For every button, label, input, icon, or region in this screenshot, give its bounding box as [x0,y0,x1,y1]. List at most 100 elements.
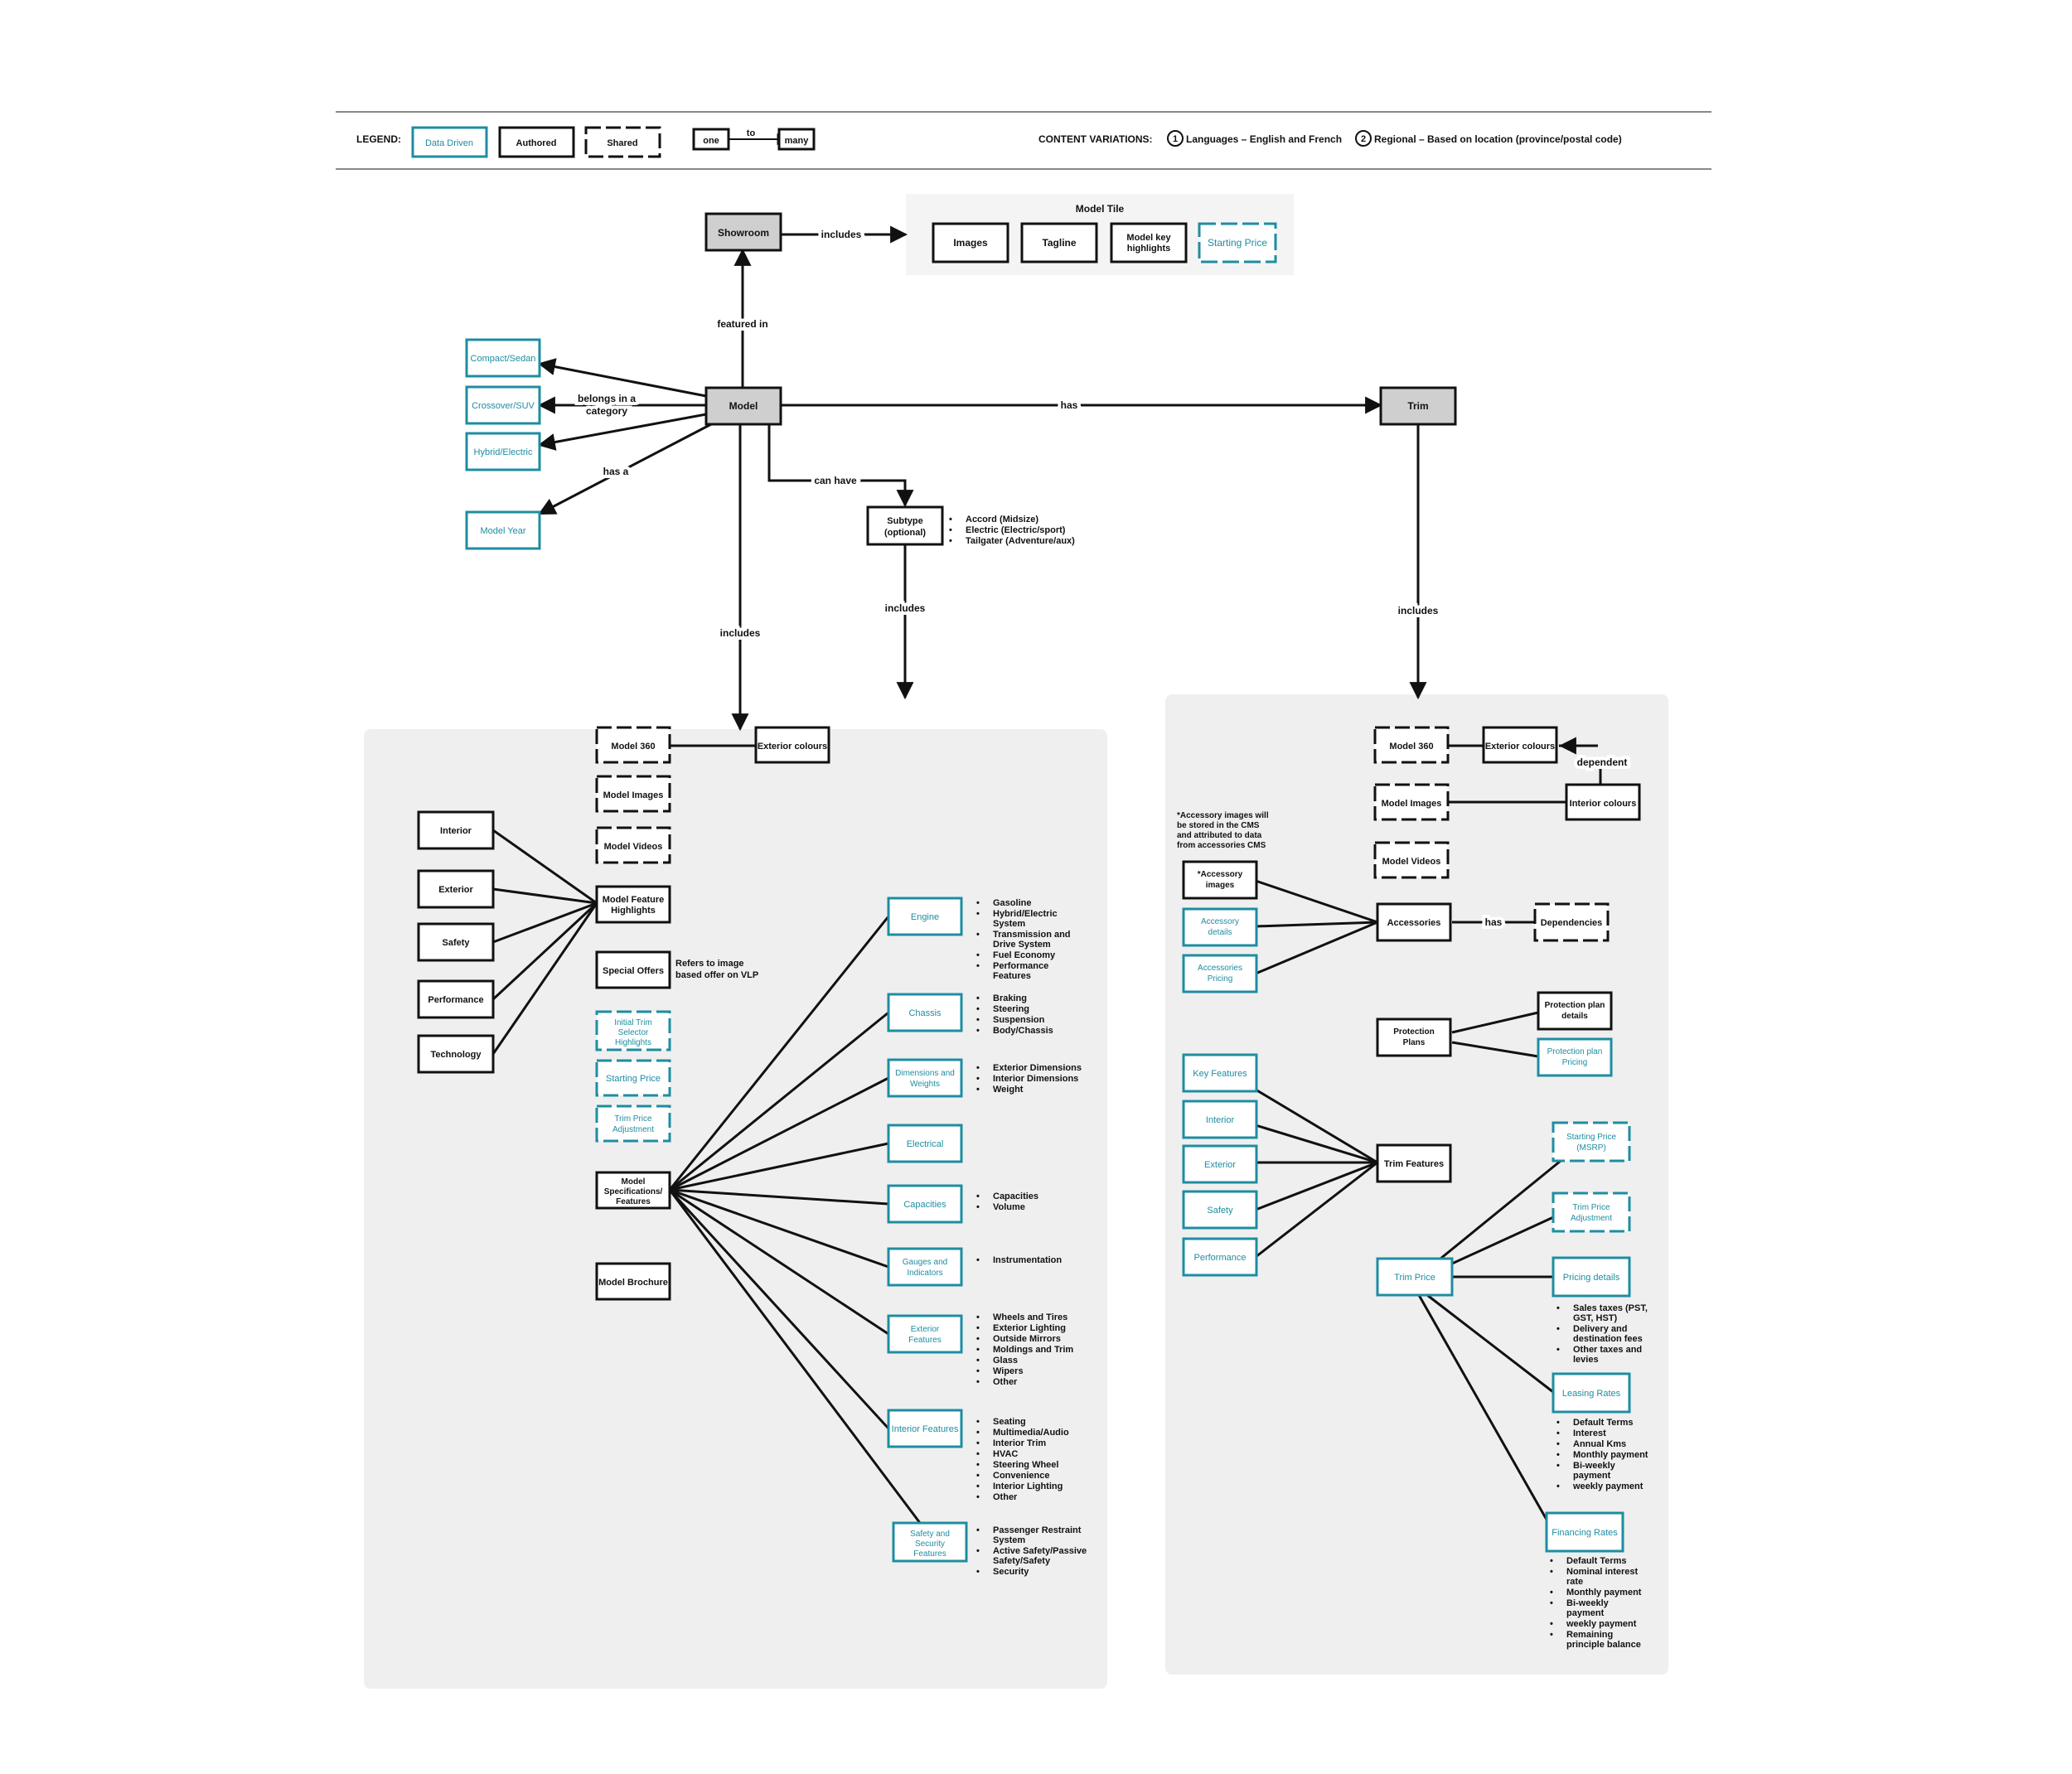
spec-exterior-list: •Wheels and Tires •Exterior Lighting •Ou… [976,1312,1076,1387]
variation-2-number: 2 [1361,134,1366,144]
variation-2-label: Regional – Based on location (province/p… [1374,133,1622,145]
includes-model-label: includes [720,627,761,639]
model-brochure-node: Model Brochure [595,1262,671,1301]
accessory-images-note: *Accessory images will be stored in the … [1177,811,1271,850]
svg-text:Starting Price: Starting Price [1208,237,1267,249]
svg-text:Images: Images [953,237,988,249]
financing-rates-node: Financing Rates [1545,1511,1624,1553]
svg-text:Capacities: Capacities [903,1200,946,1210]
legend-data-driven-box [411,126,488,158]
svg-text:Performance: Performance [428,995,483,1005]
model-tile-title: Model Tile [1076,203,1125,215]
svg-text:Safety: Safety [442,938,470,948]
svg-text:Model Brochure: Model Brochure [598,1278,668,1288]
has-dependencies-label: has [1485,916,1503,928]
pricing-details-node: Pricing details [1552,1256,1631,1298]
svg-text:Model Videos: Model Videos [604,842,663,852]
accessories-node: Accessories [1376,902,1452,942]
svg-text:Crossover/SUV: Crossover/SUV [472,401,535,411]
svg-text:Financing Rates: Financing Rates [1552,1528,1618,1538]
spec-safety-list: •Passenger Restraint System •Active Safe… [976,1525,1089,1577]
trim-model-images-node: Model Images [1373,783,1450,821]
category-crossover-suv-node: Crossover/SUV [465,385,541,425]
spec-dimensions-list: •Exterior Dimensions •Interior Dimension… [976,1063,1084,1095]
svg-text:Exterior: Exterior [1204,1160,1236,1170]
svg-text:Pricing details: Pricing details [1563,1273,1620,1283]
spec-interior-node: Interior Features [887,1409,963,1448]
dependencies-node: Dependencies [1533,902,1610,942]
svg-text:Special Offers: Special Offers [603,966,664,976]
leasing-rates-node: Leasing Rates [1552,1372,1631,1414]
svg-text:Exterior: Exterior [438,885,473,895]
model-year-node: Model Year [465,510,541,550]
svg-text:Model: Model [729,400,758,412]
svg-text:Interior: Interior [1206,1115,1235,1125]
top-nodes: Model Tile Showroom Images Tagline Model… [465,203,1457,550]
svg-text:Performance: Performance [1194,1253,1247,1263]
trim-exterior-colours-node: Exterior colours [1482,726,1558,764]
starting-price-msrp-node: Starting Price(MSRP) [1552,1121,1631,1163]
svg-text:Trim: Trim [1407,400,1428,412]
svg-text:Accessories: Accessories [1387,918,1441,928]
svg-text:Starting Price: Starting Price [606,1074,661,1084]
feature-exterior-node: Exterior [1182,1144,1258,1184]
category-compact-sedan-node: Compact/Sedan [465,338,541,378]
subtype-node: Subtype(optional) [866,505,944,546]
tile-starting-price-node: Starting Price [1198,222,1277,263]
variation-1-number: 1 [1173,134,1178,144]
svg-text:Compact/Sedan: Compact/Sedan [471,354,536,364]
key-features-node: Key Features [1182,1053,1258,1093]
model-360-node: Model 360 [595,726,671,764]
svg-text:Dependencies: Dependencies [1541,918,1603,928]
leasing-rates-list: •Default Terms •Interest •Annual Kms •Mo… [1556,1418,1651,1491]
financing-rates-list: •Default Terms •Nominal interest rate •M… [1550,1556,1644,1650]
has-trim-label: has [1061,399,1078,411]
spec-chassis-list: •Braking •Steering •Suspension •Body/Cha… [976,993,1053,1036]
spec-interior-list: •Seating •Multimedia/Audio •Interior Tri… [976,1417,1072,1502]
svg-text:Technology: Technology [431,1050,482,1060]
interior-colours-node: Interior colours [1565,783,1641,821]
special-offers-node: Special Offers [595,950,671,989]
includes-label-top: includes [821,229,862,240]
svg-text:Safety: Safety [1207,1206,1233,1216]
dependent-label: dependent [1577,756,1628,768]
legend-authored-box [498,126,575,158]
svg-text:Model Videos: Model Videos [1382,857,1441,867]
svg-text:Model 360: Model 360 [611,742,655,752]
spec-gauges-list: •Instrumentation [976,1255,1062,1265]
svg-text:Hybrid/Electric: Hybrid/Electric [474,447,533,457]
pricing-details-list: •Sales taxes (PST, GST, HST) •Delivery a… [1556,1303,1650,1365]
model-starting-price-node: Starting Price [595,1059,671,1097]
highlight-interior-node: Interior [417,810,495,850]
svg-text:Subtype(optional): Subtype(optional) [884,516,926,538]
svg-text:Exterior colours: Exterior colours [1485,742,1555,752]
spec-capacities-node: Capacities [887,1184,963,1224]
legend-bar: LEGEND: Data Driven Authored Shared one … [336,111,1711,170]
svg-text:Interior colours: Interior colours [1570,799,1637,809]
svg-text:Showroom: Showroom [718,227,769,239]
legend-many-label: many [785,136,810,146]
svg-text:Engine: Engine [911,912,939,922]
legend-label: LEGEND: [356,133,401,145]
feature-safety-node: Safety [1182,1190,1258,1230]
svg-text:Trim Price: Trim Price [1394,1273,1435,1283]
legend-to-label: to [747,128,756,138]
